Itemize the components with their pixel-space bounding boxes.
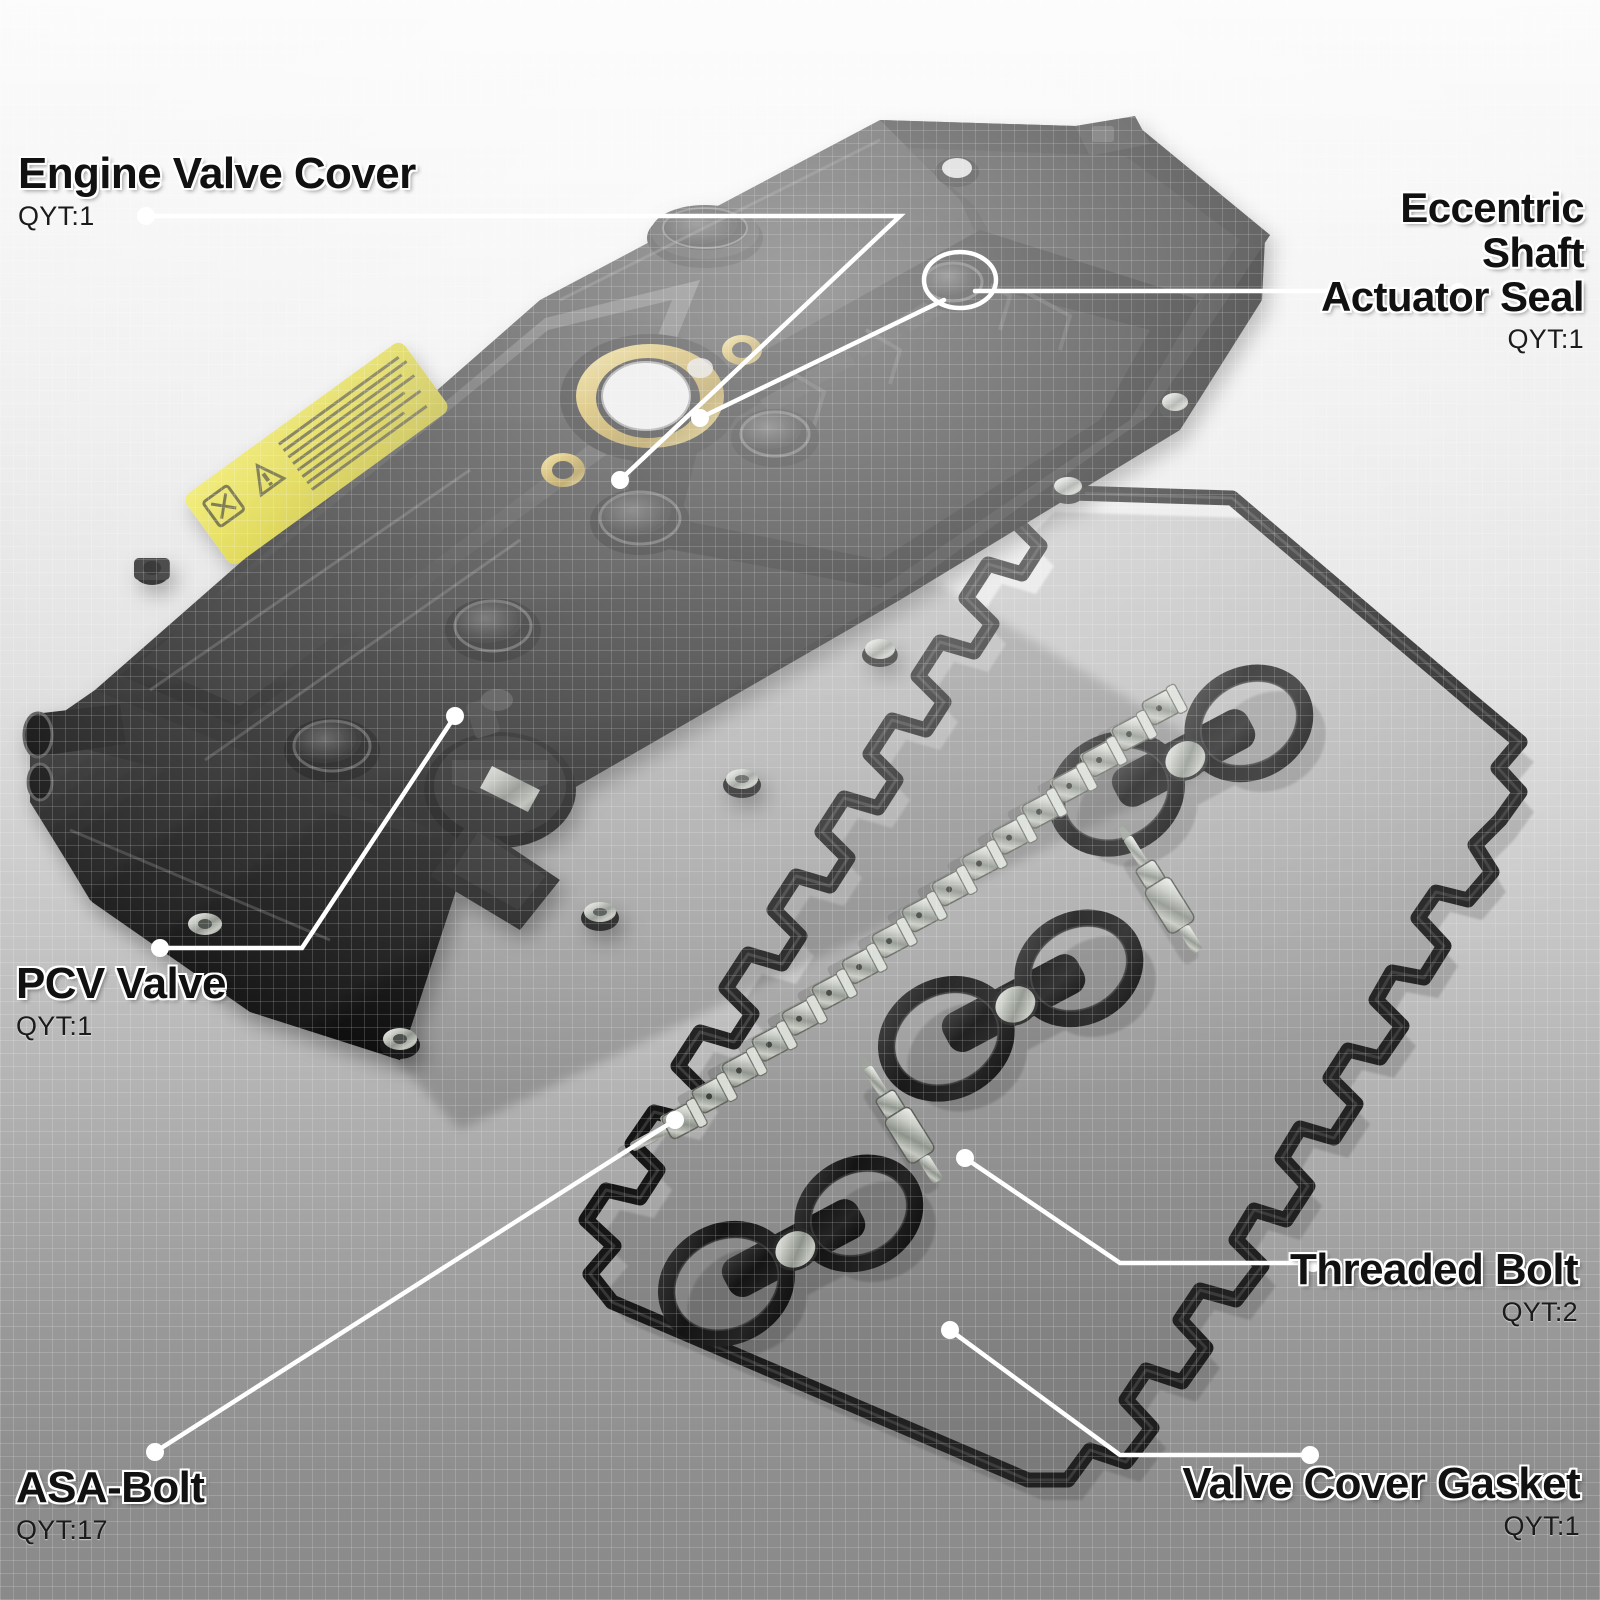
callout-title: Valve Cover Gasket xyxy=(1182,1459,1580,1508)
callout-title: Threaded Bolt xyxy=(1290,1245,1579,1294)
callout-title: Eccentric Shaft Actuator Seal xyxy=(1321,184,1585,321)
callout-qty: QYT:1 xyxy=(16,1010,93,1041)
callout-qty: QYT:2 xyxy=(1501,1296,1578,1327)
callout-title: ASA-Bolt xyxy=(16,1463,205,1512)
callout-qty: QYT:1 xyxy=(1507,323,1584,354)
callout-qty: QYT:1 xyxy=(18,200,95,231)
callout-engine-valve-cover: Engine Valve Cover QYT:1 xyxy=(18,149,416,232)
oil-filler-neck xyxy=(647,205,763,268)
callout-pcv-valve: PCV Valve QYT:1 xyxy=(16,959,226,1042)
callout-title: PCV Valve xyxy=(16,959,226,1008)
callout-asa-bolt: ASA-Bolt QYT:17 xyxy=(16,1463,205,1546)
callout-qty: QYT:17 xyxy=(16,1514,108,1545)
callout-title: Engine Valve Cover xyxy=(18,149,416,198)
callout-threaded-bolt: Threaded Bolt QYT:2 xyxy=(1058,1245,1579,1328)
callout-qty: QYT:1 xyxy=(1503,1510,1580,1541)
callout-eccentric-shaft-actuator-seal: Eccentric Shaft Actuator Seal QYT:1 xyxy=(1064,184,1585,355)
callout-valve-cover-gasket: Valve Cover Gasket QYT:1 xyxy=(960,1459,1580,1542)
